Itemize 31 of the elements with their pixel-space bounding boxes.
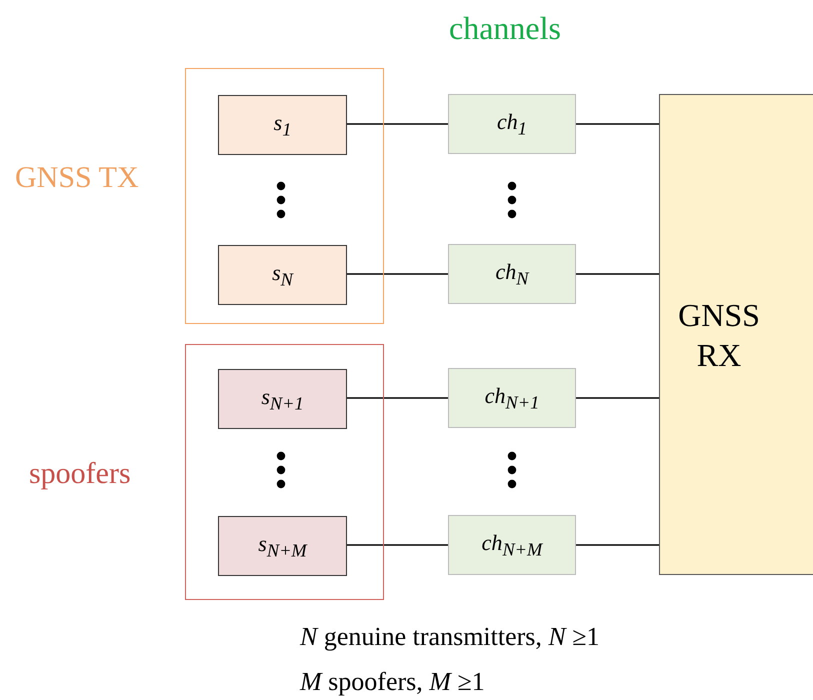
signal-label: s$_{N}$ — [272, 260, 293, 290]
signal-box — [218, 245, 347, 305]
column-heading: channels — [449, 10, 561, 47]
connector-line — [576, 273, 659, 275]
signal-box — [218, 516, 347, 576]
signal-label: s$_{N+1}$ — [261, 384, 304, 414]
signal-label: ch$_{N+M}$ — [482, 530, 542, 560]
connector-line — [576, 397, 659, 399]
note: M spoofers, M ≥1 — [300, 667, 485, 697]
channel-box — [448, 244, 576, 304]
signal-label: ch$_{1}$ — [497, 108, 527, 140]
receiver-box — [659, 94, 813, 575]
signal-label: s$_{N+M}$ — [258, 530, 307, 562]
connector-line — [346, 123, 448, 125]
connector-line — [346, 544, 448, 546]
group-label: spoofers — [29, 457, 131, 491]
signal-label: ch$_{N+1}$ — [484, 382, 540, 414]
signal-box — [218, 95, 347, 155]
channel-box — [448, 94, 576, 154]
signal-box — [218, 369, 347, 429]
connector-line — [576, 123, 659, 125]
signal-label: ch$_{N}$ — [496, 258, 528, 290]
note: N genuine transmitters, N ≥1 — [300, 622, 600, 652]
group-label: GNSS TX — [15, 161, 139, 195]
connector-line — [346, 273, 448, 275]
connector-line — [346, 397, 448, 399]
receiver-label: GNSS RX — [677, 296, 761, 374]
connector-line — [576, 544, 659, 546]
signal-label: s$_{1}$ — [274, 110, 292, 140]
channel-box — [448, 515, 576, 575]
channel-box — [448, 368, 576, 428]
